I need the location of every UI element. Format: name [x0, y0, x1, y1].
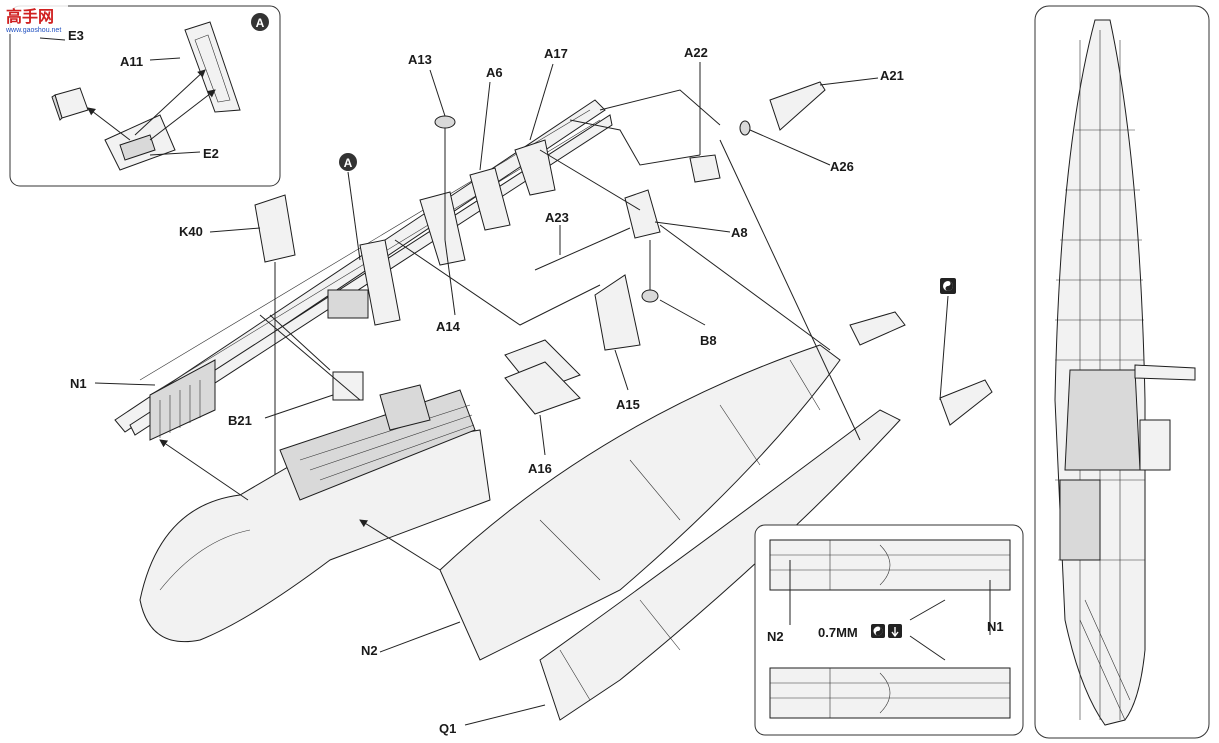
label-a6: A6: [486, 65, 503, 80]
forward-fuselage-assembly: [139, 384, 491, 643]
label-b8: B8: [700, 333, 717, 348]
site-logo: 高手网 www.gaoshou.net: [2, 2, 68, 34]
label-a23: A23: [545, 210, 569, 225]
label-a8: A8: [731, 225, 748, 240]
label-detail-n2: N2: [767, 629, 784, 644]
part-k40: [254, 194, 296, 263]
drill-icon: [888, 624, 902, 638]
label-a15: A15: [616, 397, 640, 412]
inset-a: A E3 A11 E2: [9, 5, 281, 187]
label-a11: A11: [120, 54, 143, 69]
label-a14: A14: [436, 319, 461, 334]
callout-a-marker-text: A: [256, 16, 265, 30]
part-b21: [332, 371, 364, 401]
label-e3: E3: [68, 28, 84, 43]
part-a26: [739, 120, 751, 136]
callout-a-marker-2: A: [344, 156, 353, 170]
label-n1: N1: [70, 376, 87, 391]
logo-text: 高手网: [6, 7, 54, 26]
label-a16: A16: [528, 461, 552, 476]
part-b8: [641, 289, 659, 303]
label-a22: A22: [684, 45, 708, 60]
label-q1: Q1: [439, 721, 456, 736]
label-b21: B21: [228, 413, 252, 428]
label-n2: N2: [361, 643, 378, 658]
part-a23: [534, 227, 631, 271]
logo-subtext: www.gaoshou.net: [5, 27, 61, 34]
label-a21: A21: [880, 68, 904, 83]
part-a13: [434, 115, 456, 129]
yin-yang-icon: [871, 624, 885, 638]
yin-yang-icon: [940, 278, 956, 294]
label-e2: E2: [203, 146, 219, 161]
label-drill-size: 0.7MM: [818, 625, 858, 640]
label-a13: A13: [408, 52, 432, 67]
rear-fuselage-half: [439, 311, 993, 721]
part-a15: [594, 274, 641, 351]
callout-a-marker: [251, 13, 269, 31]
label-k40: K40: [179, 224, 203, 239]
part-a21: [769, 81, 826, 131]
label-a26: A26: [830, 159, 854, 174]
label-detail-n1: N1: [987, 619, 1004, 634]
label-a17: A17: [544, 46, 568, 61]
part-a8: [624, 189, 661, 239]
upper-frame-assembly: A: [114, 99, 613, 441]
part-a22: [689, 154, 721, 183]
side-view-panel: [1034, 5, 1210, 739]
